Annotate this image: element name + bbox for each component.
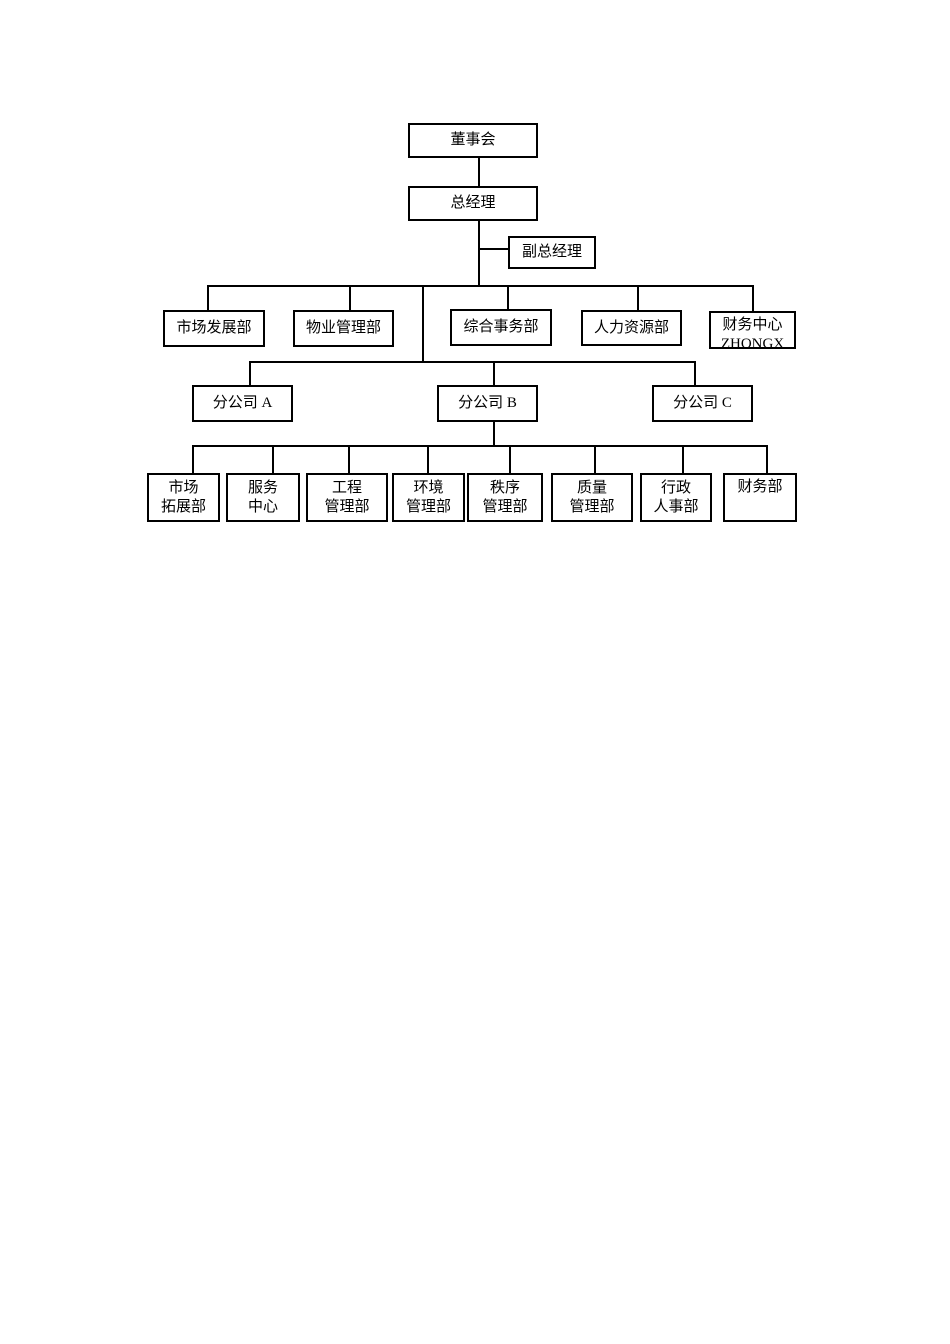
org-node-finance-dept: 财务部 bbox=[723, 473, 797, 522]
connector-drop-finance-dept bbox=[766, 447, 768, 473]
org-node-quality-management-dept: 质量管理部 bbox=[551, 473, 633, 522]
connector-drop-quality bbox=[594, 447, 596, 473]
org-node-property-management-dept: 物业管理部 bbox=[293, 310, 394, 347]
org-node-order-management-dept-label-2: 管理部 bbox=[482, 498, 528, 515]
org-node-finance-center: 财务中心 ZHONGX bbox=[709, 311, 796, 349]
org-node-board: 董事会 bbox=[408, 123, 538, 158]
org-node-branch-company-a: 分公司 A bbox=[192, 385, 293, 422]
org-node-general-affairs-dept: 综合事务部 bbox=[450, 309, 552, 346]
org-node-deputy-general-manager: 副总经理 bbox=[508, 236, 596, 269]
connector-drop-human-resources bbox=[637, 287, 639, 310]
connector-level5-bus bbox=[192, 445, 768, 447]
org-node-market-expansion-dept-label-2: 拓展部 bbox=[160, 498, 206, 515]
org-node-service-center-label-2: 中心 bbox=[247, 498, 278, 515]
org-node-finance-dept-label: 财务部 bbox=[737, 479, 783, 495]
org-node-branch-company-c: 分公司 C bbox=[652, 385, 753, 422]
org-node-service-center-label-1: 服务 bbox=[247, 479, 278, 496]
org-node-environment-management-dept-label-1: 环境 bbox=[413, 479, 444, 496]
org-node-branch-company-a-label: 分公司 A bbox=[212, 395, 273, 411]
org-node-order-management-dept: 秩序管理部 bbox=[467, 473, 543, 522]
org-node-admin-personnel-dept-label-2: 人事部 bbox=[653, 498, 699, 515]
connector-drop-engineering bbox=[348, 447, 350, 473]
org-node-human-resources-dept-label: 人力资源部 bbox=[593, 319, 669, 336]
org-node-branch-company-b: 分公司 B bbox=[437, 385, 538, 422]
org-node-market-development-dept-label: 市场发展部 bbox=[176, 320, 252, 336]
org-node-order-management-dept-label-1: 秩序 bbox=[489, 479, 520, 496]
connector-drop-branch-a bbox=[249, 363, 251, 385]
org-node-engineering-management-dept: 工程管理部 bbox=[306, 473, 388, 522]
connector-drop-finance-center bbox=[752, 287, 754, 311]
connector-drop-order bbox=[509, 447, 511, 473]
org-node-environment-management-dept: 环境管理部 bbox=[392, 473, 465, 522]
connector-gm-trunk bbox=[478, 221, 480, 287]
org-node-market-development-dept: 市场发展部 bbox=[163, 310, 265, 347]
connector-drop-market-development bbox=[207, 287, 209, 310]
org-node-general-manager: 总经理 bbox=[408, 186, 538, 221]
org-node-general-affairs-dept-label: 综合事务部 bbox=[463, 319, 539, 335]
connector-drop-branch-c bbox=[694, 363, 696, 385]
org-node-property-management-dept-label: 物业管理部 bbox=[305, 320, 381, 336]
org-node-environment-management-dept-label-2: 管理部 bbox=[405, 498, 451, 515]
org-node-deputy-general-manager-label: 副总经理 bbox=[521, 244, 582, 260]
connector-deputy-gm-stub bbox=[480, 248, 508, 250]
org-node-human-resources-dept: 人力资源部 bbox=[581, 310, 682, 346]
org-node-engineering-management-dept-label-1: 工程 bbox=[331, 479, 362, 496]
connector-drop-property-management bbox=[349, 287, 351, 310]
connector-drop-admin-personnel bbox=[682, 447, 684, 473]
org-node-quality-management-dept-label-1: 质量 bbox=[576, 479, 607, 496]
connector-level3-bus bbox=[207, 285, 754, 287]
connector-drop-branch-b bbox=[493, 363, 495, 385]
org-node-market-expansion-dept: 市场拓展部 bbox=[147, 473, 220, 522]
connector-branch-b-trunk bbox=[493, 422, 495, 445]
org-node-branch-company-b-label: 分公司 B bbox=[458, 395, 517, 411]
org-node-branch-company-c-label: 分公司 C bbox=[673, 395, 732, 411]
org-node-market-expansion-dept-label-1: 市场 bbox=[168, 479, 199, 496]
connector-drop-market-expansion bbox=[192, 447, 194, 473]
connector-bus-to-branch-bus bbox=[422, 287, 424, 361]
org-node-finance-center-label-1: 财务中心 bbox=[722, 317, 783, 333]
org-node-finance-center-label-2: ZHONGX bbox=[720, 336, 785, 349]
connector-drop-general-affairs bbox=[507, 287, 509, 309]
org-node-service-center: 服务中心 bbox=[226, 473, 300, 522]
org-node-engineering-management-dept-label-2: 管理部 bbox=[324, 498, 370, 515]
org-node-admin-personnel-dept: 行政人事部 bbox=[640, 473, 712, 522]
connector-branch-bus bbox=[249, 361, 696, 363]
connector-drop-environment bbox=[427, 447, 429, 473]
org-node-quality-management-dept-label-2: 管理部 bbox=[569, 498, 615, 515]
org-node-board-label: 董事会 bbox=[450, 132, 496, 148]
org-node-admin-personnel-dept-label-1: 行政 bbox=[660, 479, 691, 496]
connector-drop-service-center bbox=[272, 447, 274, 473]
connector-board-to-gm bbox=[478, 158, 480, 186]
org-node-general-manager-label: 总经理 bbox=[450, 195, 496, 211]
